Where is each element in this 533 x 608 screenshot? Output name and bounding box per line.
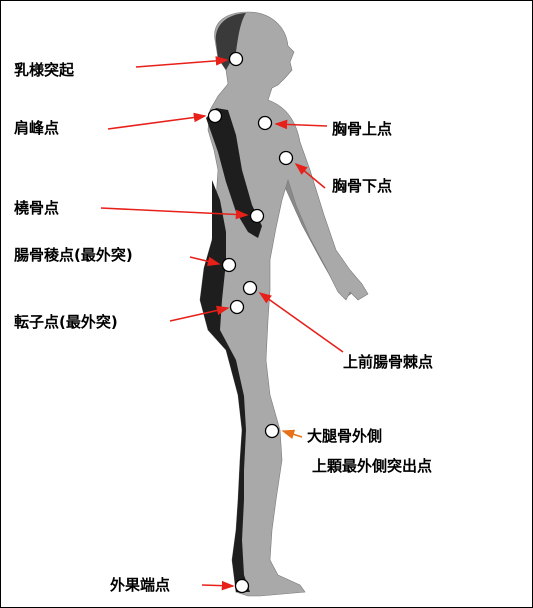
arrow-femur-epicondyle [283,431,302,437]
body-silhouette [200,12,368,596]
dot-mastoid [230,53,243,66]
label-substernale: 胸骨下点 [332,177,392,195]
label-suprasternale: 胸骨上点 [332,120,392,138]
arrow-asis [260,293,343,352]
arrow-mastoid [136,60,227,67]
label-asis: 上前腸骨棘点 [343,353,433,371]
dot-trochanter [231,301,244,314]
label-femur-line2: 上顆最外側突出点 [312,457,432,475]
arrow-acromion [108,116,205,129]
dot-iliocristale [223,259,236,272]
label-iliocristale: 腸骨稜点(最外突) [14,246,133,264]
label-mastoid: 乳様突起 [14,61,74,79]
dot-malleolus [236,580,249,593]
label-malleolus: 外果端点 [110,576,170,594]
label-femur-line1: 大腿骨外側 [307,427,382,445]
label-acromion: 肩峰点 [14,119,59,137]
dot-suprasternale [259,117,272,130]
dot-femur-epicondyle [266,425,279,438]
dot-asis [244,282,257,295]
dot-acromion [209,110,222,123]
arrow-malleolus [202,585,233,586]
dot-substernale [280,152,293,165]
label-radiale: 橈骨点 [14,199,59,217]
dot-radiale [251,210,264,223]
label-trochanter: 転子点(最外突) [14,313,118,331]
